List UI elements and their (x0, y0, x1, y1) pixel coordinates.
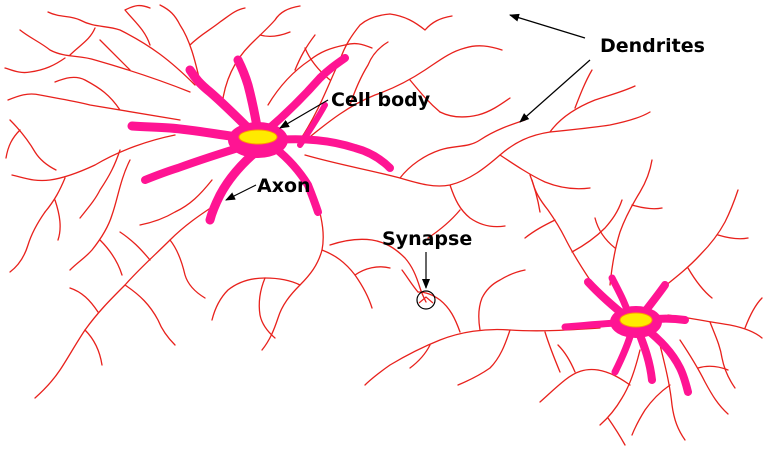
axon-arrow (226, 185, 256, 200)
right-neuron-dendrites (365, 160, 762, 445)
dendrites-label: Dendrites (600, 35, 705, 57)
left-nucleus (239, 130, 277, 144)
left-neuron-right-branches (300, 14, 650, 238)
dendrites-arrow-1 (510, 15, 585, 38)
left-cell-body (228, 122, 288, 158)
axon-label: Axon (257, 175, 311, 197)
right-nucleus (620, 313, 652, 327)
synapse-marker (417, 291, 435, 309)
dendrites-arrow-2 (520, 60, 590, 122)
axon-collaterals (35, 180, 215, 398)
cell-body-label: Cell body (331, 89, 431, 111)
left-neuron-lower-dendrites (212, 205, 426, 350)
synapse-label: Synapse (382, 228, 472, 250)
right-cell-body (610, 306, 662, 338)
